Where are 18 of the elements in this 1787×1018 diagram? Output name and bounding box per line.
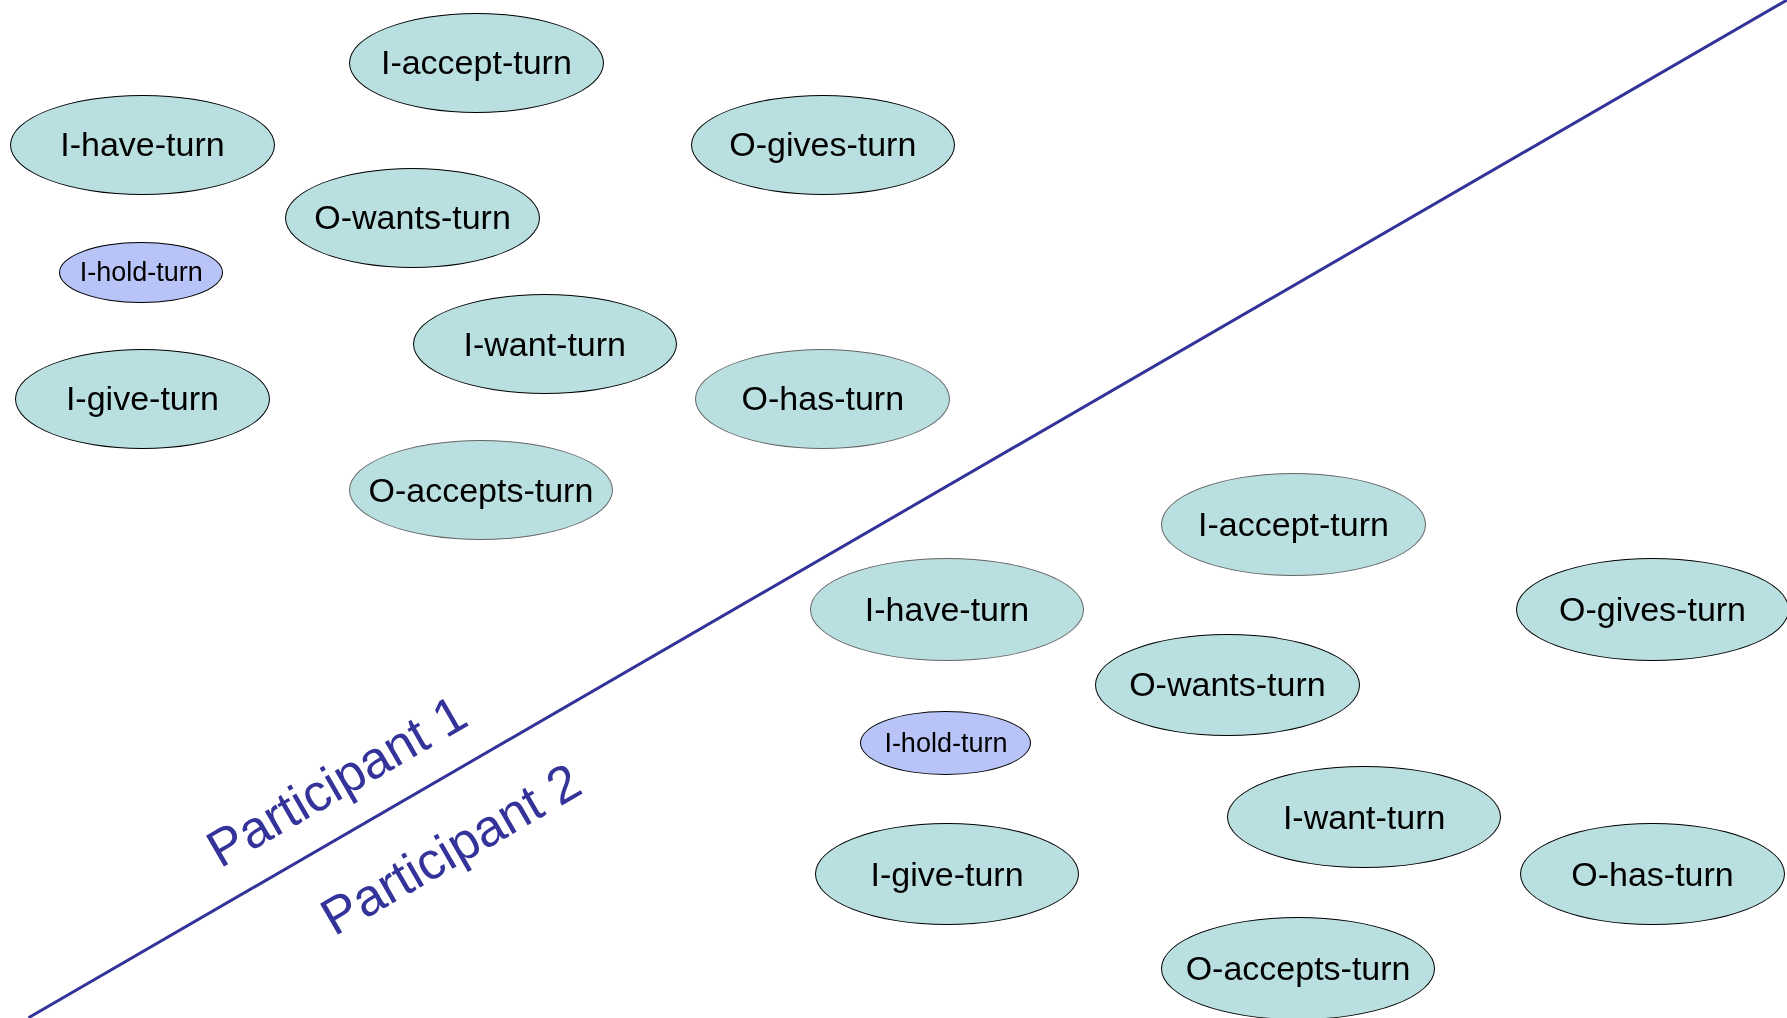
state-label: I-want-turn (463, 324, 626, 364)
state-label: I-give-turn (870, 854, 1024, 894)
state-label: I-give-turn (65, 379, 219, 419)
state-label: O-wants-turn (1129, 665, 1326, 705)
state-label: O-has-turn (1571, 854, 1734, 894)
state-label: O-accepts-turn (1185, 949, 1411, 989)
state-label: I-hold-turn (79, 256, 203, 288)
state-label: I-accept-turn (1198, 504, 1389, 544)
state-label: I-hold-turn (884, 727, 1008, 759)
state-label: O-has-turn (741, 379, 905, 419)
state-label: I-want-turn (1282, 797, 1446, 837)
state-label: I-have-turn (864, 590, 1030, 630)
state-label: I-have-turn (60, 125, 225, 165)
state-label: O-accepts-turn (368, 470, 594, 510)
state-label: I-accept-turn (380, 43, 572, 83)
state-label: O-gives-turn (729, 125, 917, 165)
state-label: O-gives-turn (1558, 590, 1747, 630)
state-label: O-wants-turn (314, 198, 511, 238)
